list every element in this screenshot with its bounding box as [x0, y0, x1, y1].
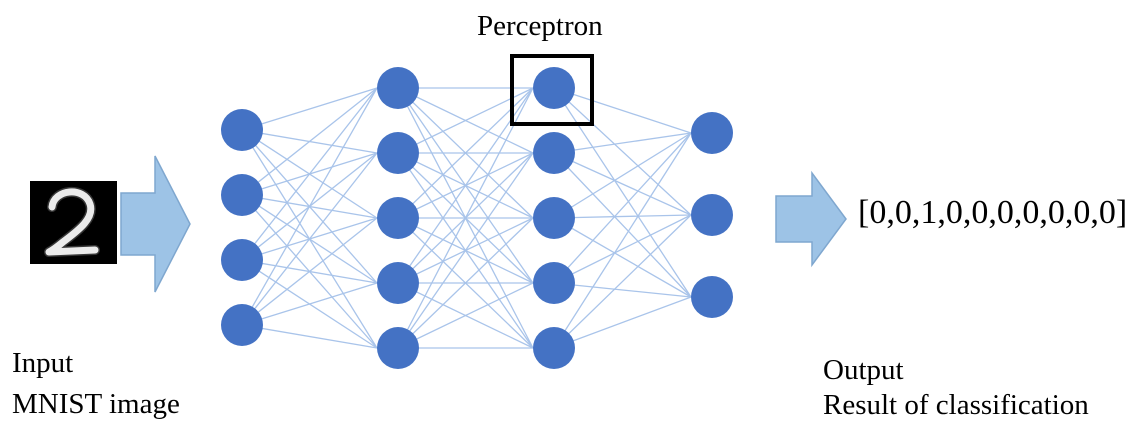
neuron-layer1-node4 — [377, 327, 419, 369]
neuron-layer0-node0 — [221, 109, 263, 151]
connection-l2-1-1 — [553, 152, 692, 216]
neuron-layer3-node2 — [691, 276, 733, 318]
neuron-layer3-node1 — [691, 194, 733, 236]
connection-l2-4-2 — [553, 296, 692, 349]
connection-l0-0-0 — [241, 87, 378, 131]
connection-l0-2-0 — [241, 87, 378, 261]
neuron-layer2-node3 — [533, 262, 575, 304]
connection-l2-3-1 — [553, 214, 692, 284]
connection-l2-1-0 — [553, 132, 692, 154]
connection-l0-3-2 — [241, 217, 378, 326]
neuron-layer1-node0 — [377, 67, 419, 109]
connection-l2-2-0 — [553, 132, 692, 219]
connection-l1-4-0 — [397, 87, 534, 349]
neuron-layer1-node2 — [377, 197, 419, 239]
connection-l1-4-2 — [397, 217, 534, 349]
connection-l0-3-1 — [241, 152, 378, 326]
connection-l1-4-1 — [397, 152, 534, 349]
neuron-nodes — [221, 67, 733, 369]
connection-l0-1-0 — [241, 87, 378, 196]
neuron-layer2-node2 — [533, 197, 575, 239]
output-vector-text: [0,0,1,0,0,0,0,0,0,0] — [858, 194, 1128, 231]
connection-l2-4-0 — [553, 132, 692, 349]
neuron-layer2-node4 — [533, 327, 575, 369]
neuron-layer1-node3 — [377, 262, 419, 304]
connection-l0-3-3 — [241, 282, 378, 326]
connection-l0-3-4 — [241, 324, 378, 349]
neuron-layer0-node2 — [221, 239, 263, 281]
connection-l2-0-1 — [553, 87, 692, 216]
perceptron-highlight-box — [510, 54, 594, 126]
connection-l2-2-1 — [553, 214, 692, 219]
connection-l0-3-0 — [241, 87, 378, 326]
connection-l2-0-2 — [553, 87, 692, 298]
neuron-layer0-node3 — [221, 304, 263, 346]
connection-l1-4-3 — [397, 282, 534, 349]
neuron-layer1-node1 — [377, 132, 419, 174]
connection-l2-1-2 — [553, 152, 692, 298]
neuron-layer0-node1 — [221, 174, 263, 216]
neuron-layer3-node0 — [691, 112, 733, 154]
input-label: Input — [12, 347, 74, 379]
neuron-layer2-node1 — [533, 132, 575, 174]
connection-l2-0-0 — [553, 87, 692, 134]
connection-l2-3-2 — [553, 282, 692, 298]
mnist-digit-image — [30, 181, 117, 264]
perceptron-label: Perceptron — [477, 10, 603, 42]
input-arrow — [120, 155, 191, 293]
output-arrow — [775, 170, 847, 268]
neuron-layer2-node0 — [533, 67, 575, 109]
connection-l2-3-0 — [553, 132, 692, 284]
mnist-image-label: MNIST image — [12, 388, 180, 420]
classification-result-label: Result of classification — [823, 389, 1089, 421]
connection-lines — [241, 87, 692, 349]
output-label: Output — [823, 354, 904, 386]
connection-l2-4-1 — [553, 214, 692, 349]
connection-l2-2-2 — [553, 217, 692, 298]
